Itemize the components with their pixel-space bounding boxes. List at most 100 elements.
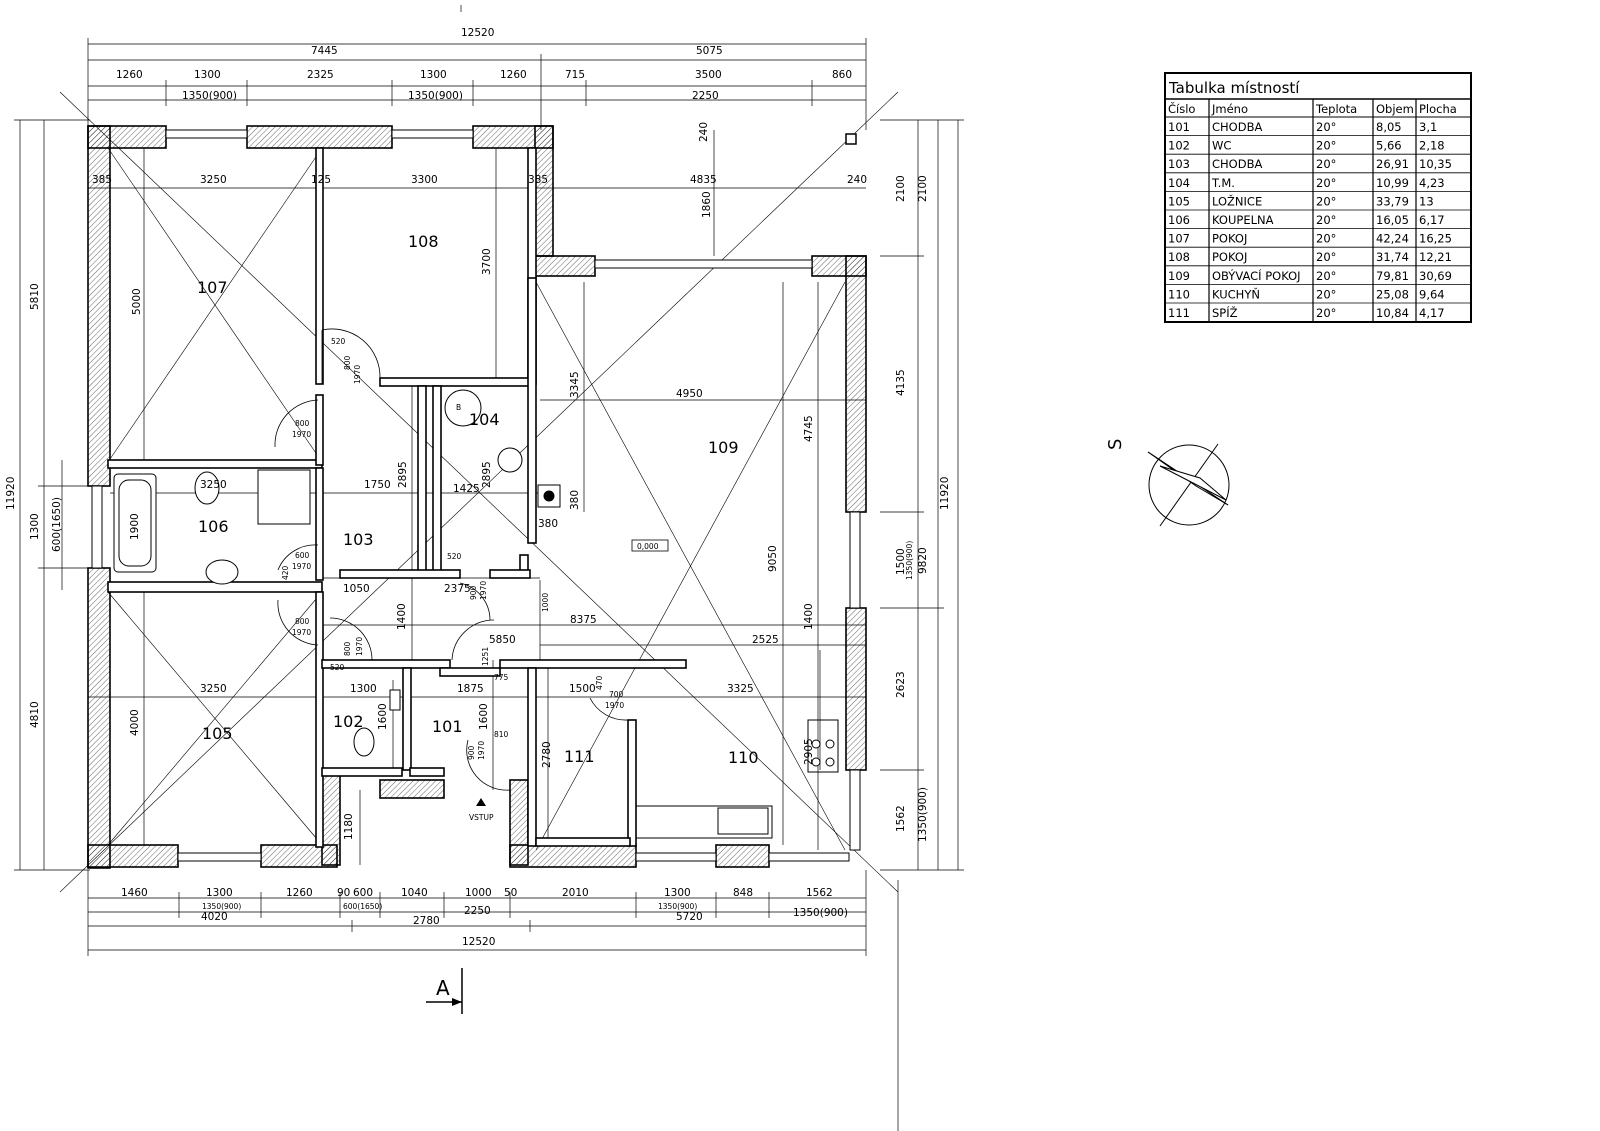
section-mark-a: A: [426, 968, 463, 1014]
door-dim: 800: [295, 617, 310, 626]
room-109-label: 109: [708, 438, 739, 457]
room-102-label: 102: [333, 712, 364, 731]
room-table-cell: 4,23: [1419, 176, 1445, 190]
dim-interior: 5850: [489, 634, 516, 646]
dim-bottom-window: 600(1650): [343, 902, 382, 911]
dim-interior: 1050: [343, 583, 370, 595]
room-table-cell: 42,24: [1376, 232, 1409, 246]
dim-interior: 1300: [350, 683, 377, 695]
dim-top: 860: [832, 69, 852, 81]
room-table-cell: 20°: [1316, 306, 1336, 320]
door-dim: 900: [467, 745, 476, 760]
room-table-cell: 108: [1168, 250, 1190, 264]
dim-interior: 3250: [200, 174, 227, 186]
room-110-label: 110: [728, 748, 759, 767]
section-label: A: [436, 976, 450, 1000]
dim-left: 5810: [29, 283, 41, 310]
dim-right: 11920: [939, 477, 951, 510]
boiler-mark: B: [456, 403, 461, 412]
dim-top-window: 1350(900): [408, 90, 463, 102]
room-103-label: 103: [343, 530, 374, 549]
dim-left: 1300: [29, 513, 41, 540]
room-table-cell: T.M.: [1211, 176, 1235, 190]
dim-bottom: 600: [353, 887, 373, 899]
dim-bottom: 90: [337, 887, 350, 899]
room-table-cell: 20°: [1316, 194, 1336, 208]
dim-interior: 4000: [129, 709, 141, 736]
room-101-label: 101: [432, 717, 463, 736]
room-table-cell: CHODBA: [1212, 120, 1262, 134]
door-dim: 1970: [605, 701, 624, 710]
dim-top: 1260: [116, 69, 143, 81]
dim-interior: 1600: [377, 703, 389, 730]
dim-interior: 380: [569, 490, 581, 510]
dim-right: 2100: [917, 175, 929, 202]
dim-interior: 3300: [411, 174, 438, 186]
room-table-cell: 79,81: [1376, 269, 1409, 283]
door-dim: 520: [331, 337, 346, 346]
door-dim: 1970: [477, 741, 486, 760]
door-dim: 1970: [353, 365, 362, 384]
dim-bottom: 1260: [286, 887, 313, 899]
dim-bottom-window: 1350(900): [202, 902, 241, 911]
dim-bottom-total: 12520: [462, 936, 495, 948]
dim-right: 1500: [895, 548, 907, 575]
room-104-label: 104: [469, 410, 500, 429]
level-mark-box: [631, 539, 669, 552]
dim-bottom: 2780: [413, 915, 440, 927]
room-table-cell: KOUPELNA: [1212, 213, 1274, 227]
dim-interior: 1180: [343, 813, 355, 840]
room-table-cell: 107: [1168, 232, 1190, 246]
room-table-cell: 105: [1168, 194, 1190, 208]
dim-interior: 380: [538, 518, 558, 530]
dim-interior: 1500: [569, 683, 596, 695]
fixtures: [113, 389, 839, 839]
dim-right: 1350(900): [905, 541, 914, 580]
dim-interior: 3345: [569, 371, 581, 398]
dim-bottom: 848: [733, 887, 753, 899]
dim-interior: 8375: [570, 614, 597, 626]
room-table-cell: 106: [1168, 213, 1190, 227]
dim-interior: 5000: [131, 288, 143, 315]
dim-interior: 1750: [364, 479, 391, 491]
door-swings: [274, 328, 629, 791]
room-table-cell: 10,84: [1376, 306, 1409, 320]
dim-bottom: 1040: [401, 887, 428, 899]
door-dim: 1970: [292, 562, 311, 571]
entrance-arrow: [476, 798, 486, 806]
room-table-cell: 16,25: [1419, 232, 1452, 246]
dim-bottom: 2250: [464, 905, 491, 917]
dim-interior: 2895: [397, 461, 409, 488]
dim-bottom: 1460: [121, 887, 148, 899]
room-table-header: Teplota: [1315, 102, 1357, 116]
room-table-cell: 9,64: [1419, 287, 1445, 301]
dim-interior: 2905: [803, 738, 815, 765]
dim-bottom: 1300: [206, 887, 233, 899]
dim-interior: 1425: [453, 483, 480, 495]
dim-bottom: 50: [504, 887, 517, 899]
room-table-cell: 104: [1168, 176, 1190, 190]
room-table-cell: 4,17: [1419, 306, 1445, 320]
dim-overall-width: 12520: [461, 27, 494, 39]
dim-bottom: 1300: [664, 887, 691, 899]
dim-left: 4810: [29, 701, 41, 728]
dim-right: 2100: [895, 175, 907, 202]
dim-bottom: 1562: [806, 887, 833, 899]
room-table-cell: SPÍŽ: [1212, 305, 1238, 320]
room-table-cell: 10,35: [1419, 157, 1452, 171]
dim-interior: 1400: [396, 603, 408, 630]
dim-top-window: 1350(900): [182, 90, 237, 102]
dim-top: 1260: [500, 69, 527, 81]
diagonal-guides: [59, 91, 899, 893]
dim-interior: 2375: [444, 583, 471, 595]
dim-top: 1300: [194, 69, 221, 81]
dim-interior: 1400: [803, 603, 815, 630]
dim-bottom: 5720: [676, 911, 703, 923]
dimension-texts: 12520 7445 5075 1260 1300 2325 1300 1260…: [5, 27, 951, 948]
door-dim: 520: [330, 663, 345, 672]
dim-interior: 4950: [676, 388, 703, 400]
dim-interior: 4745: [803, 415, 815, 442]
dim-right: 1562: [895, 805, 907, 832]
room-table-header: Číslo: [1168, 101, 1195, 116]
